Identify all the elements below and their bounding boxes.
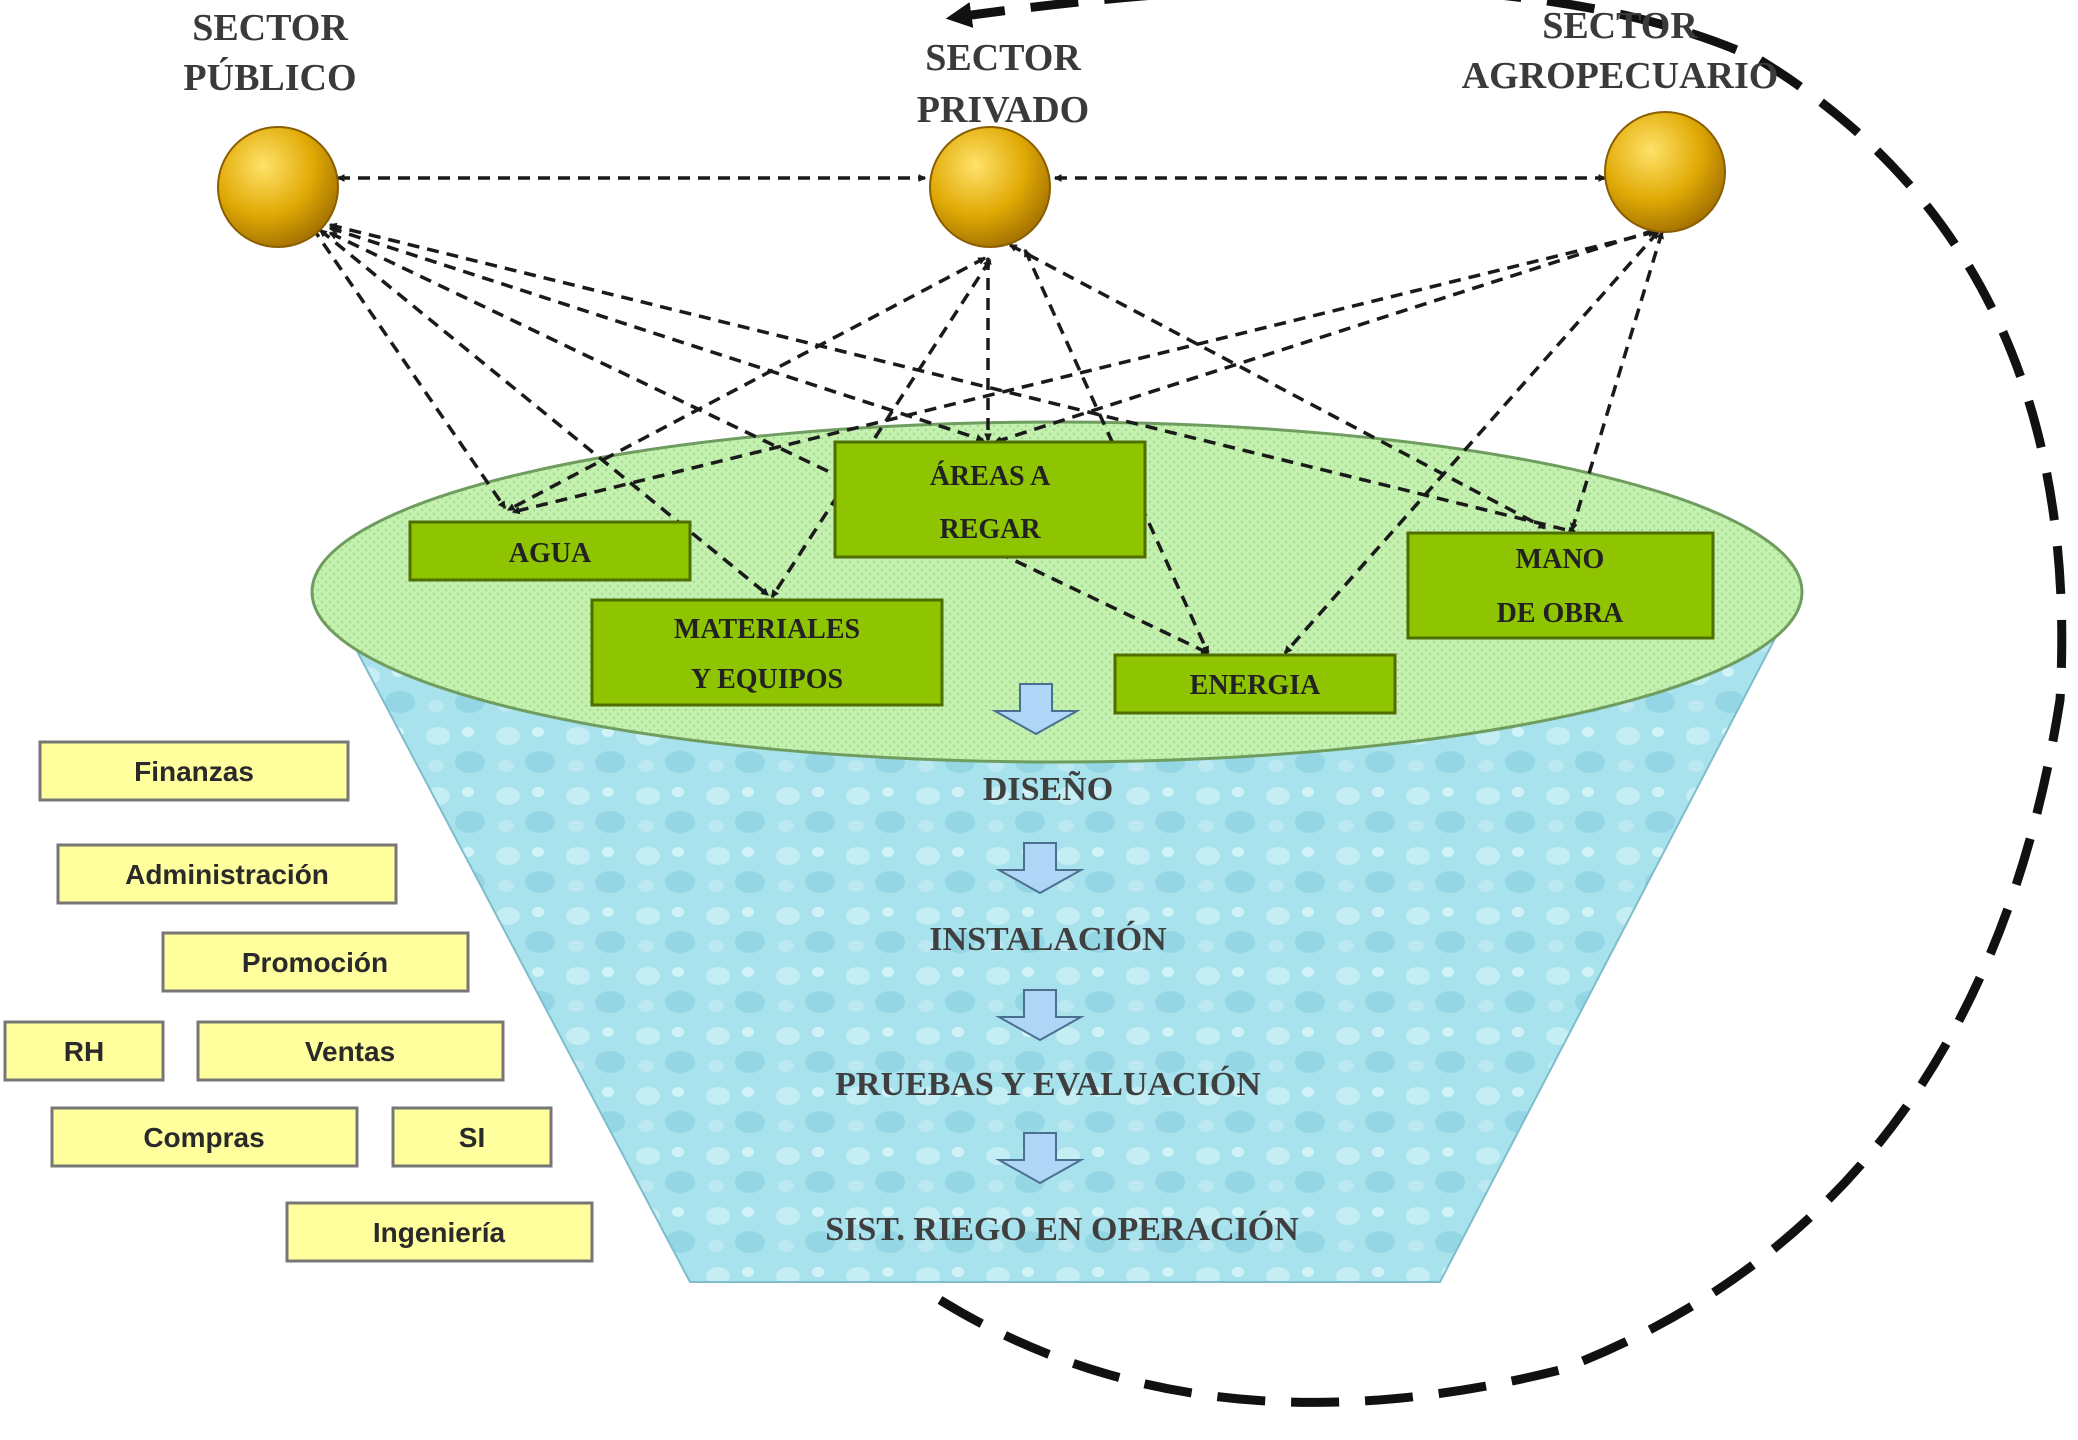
resource-energia: ENERGIA (1113, 653, 1397, 715)
resource-materiales-label-line-1: MATERIALES (674, 614, 860, 645)
resource-areas-label-line-1: ÁREAS A (930, 461, 1051, 492)
department-rh-label: RH (64, 1036, 104, 1067)
resource-agua-label: AGUA (509, 538, 592, 569)
sector-agropecuario: SECTOR AGROPECUARIO (1462, 5, 1779, 233)
step-diseno: DISEÑO (983, 771, 1113, 808)
department-compras: Compras (50, 1106, 359, 1168)
resource-energia-label: ENERGIA (1190, 670, 1321, 701)
department-administracion: Administración (56, 843, 398, 905)
down-arrow-icon (995, 842, 1085, 895)
down-arrow-icon (995, 989, 1085, 1042)
department-administracion-label: Administración (125, 859, 329, 890)
down-arrow-icon (995, 1132, 1085, 1185)
down-arrow-icon (991, 683, 1081, 736)
sector-publico-label-line-1: SECTOR (192, 7, 348, 49)
step-instalacion: INSTALACIÓN (929, 920, 1167, 958)
department-ingenieria-label: Ingeniería (373, 1217, 506, 1248)
department-ventas: Ventas (196, 1020, 505, 1082)
department-ingenieria: Ingeniería (285, 1201, 594, 1263)
resource-mano-label-line-1: MANO (1516, 544, 1605, 575)
resource-materiales-y-equipos: MATERIALES Y EQUIPOS (590, 598, 944, 707)
sector-publico: SECTOR PÚBLICO (183, 7, 357, 248)
step-pruebas-y-evaluacion: PRUEBAS Y EVALUACIÓN (835, 1065, 1261, 1103)
sector-agropecuario-node (1604, 111, 1726, 233)
sector-privado-label-line-1: SECTOR (925, 37, 1081, 79)
sector-privado-node (929, 126, 1051, 248)
resource-areas-a-regar: ÁREAS A REGAR (833, 440, 1147, 559)
step-arrows (991, 683, 1085, 1185)
step-sist-riego-en-operacion: SIST. RIEGO EN OPERACIÓN (825, 1210, 1299, 1248)
department-promocion-label: Promoción (242, 947, 388, 978)
sector-publico-label-line-2: PÚBLICO (183, 57, 356, 99)
sector-agropecuario-label-line-1: SECTOR (1542, 5, 1698, 47)
resource-agua: AGUA (408, 520, 692, 582)
department-promocion: Promoción (161, 931, 470, 993)
sector-privado: SECTOR PRIVADO (917, 37, 1089, 248)
feedback-loop-arrow (937, 0, 2067, 1407)
resource-materiales-label-line-2: Y EQUIPOS (691, 664, 843, 695)
department-compras-label: Compras (143, 1122, 264, 1153)
department-si-label: SI (459, 1122, 485, 1153)
sector-privado-label-line-2: PRIVADO (917, 89, 1089, 131)
department-rh: RH (3, 1020, 165, 1082)
sector-agropecuario-label-line-2: AGROPECUARIO (1462, 55, 1779, 97)
department-finanzas-label: Finanzas (134, 756, 254, 787)
sector-publico-node (217, 126, 339, 248)
resource-areas-label-line-2: REGAR (939, 514, 1041, 545)
department-finanzas: Finanzas (38, 740, 350, 802)
resource-mano-label-line-2: DE OBRA (1497, 598, 1625, 629)
department-si: SI (391, 1106, 553, 1168)
department-ventas-label: Ventas (305, 1036, 395, 1067)
resource-mano-de-obra: MANO DE OBRA (1406, 531, 1715, 640)
